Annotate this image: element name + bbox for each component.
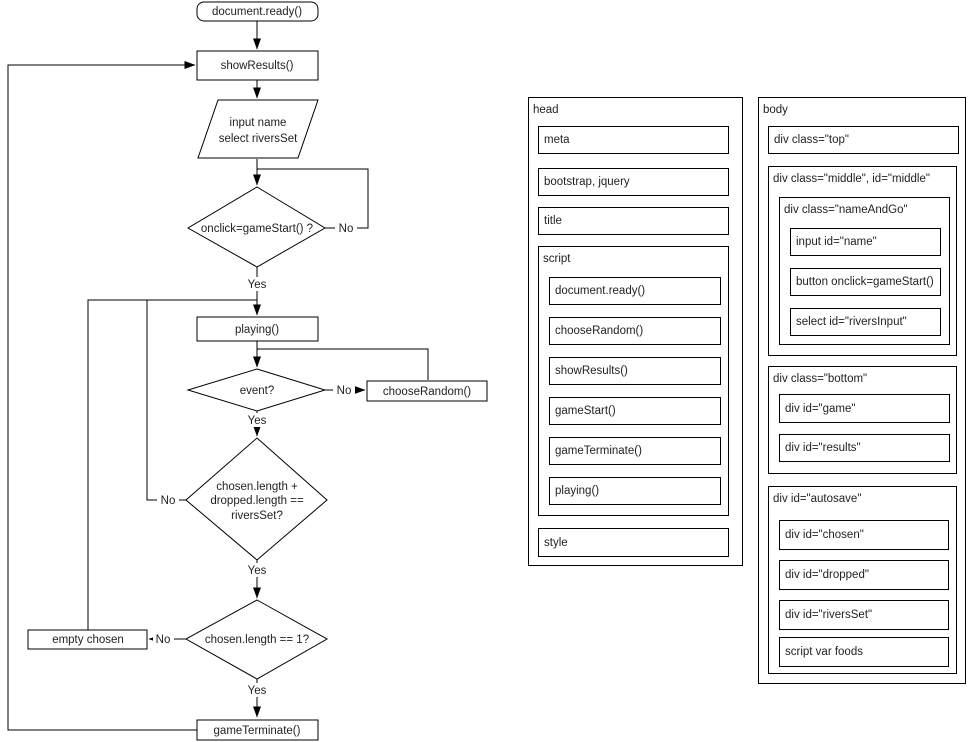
autosave-item-div-dropped: div id="dropped" — [779, 560, 949, 590]
decision-length-line1: chosen.length + — [216, 481, 298, 493]
script-item-game-start: gameStart() — [549, 397, 721, 425]
branch-no-onclick: No — [339, 223, 354, 235]
branch-no-event: No — [337, 385, 352, 397]
node-game-terminate-label: gameTerminate() — [214, 725, 301, 737]
script-item-choose-random: chooseRandom() — [549, 317, 721, 345]
edge-emptychosen-feedback-loop — [87, 299, 257, 630]
node-choose-random-label: chooseRandom() — [383, 386, 471, 398]
nameandgo-item-button-gamestart: button onclick=gameStart() — [790, 268, 941, 296]
head-item-title: title — [538, 207, 729, 235]
head-item-libs: bootstrap, jquery — [538, 168, 729, 196]
node-document-ready — [196, 1, 319, 22]
node-document-ready-label: document.ready() — [212, 6, 302, 18]
decision-onclick-gamestart — [187, 186, 326, 268]
label-bg — [245, 563, 269, 577]
edge-chooserandom-return-loop — [257, 348, 429, 380]
branch-no-chosen: No — [156, 634, 171, 646]
decision-event — [186, 368, 327, 412]
node-playing-label: playing() — [235, 324, 279, 336]
node-empty-chosen-label: empty chosen — [52, 634, 124, 646]
edge-gameterminate-to-showresults-loop — [7, 61, 197, 731]
decision-length-sum — [185, 437, 328, 561]
node-choose-random — [366, 380, 488, 402]
node-io-line2: select riversSet — [219, 133, 298, 145]
script-item-game-terminate: gameTerminate() — [549, 437, 721, 465]
body-structure-panel: body div class="top" div class="middle",… — [758, 97, 966, 684]
label-bg — [333, 383, 355, 397]
body-autosave-group: div id="autosave" div id="chosen" div id… — [768, 486, 957, 674]
label-bg — [335, 221, 357, 235]
node-io-line1: input name — [230, 117, 287, 129]
body-nameandgo-label: div class="nameAndGo" — [784, 204, 908, 216]
decision-length-line3: riversSet? — [231, 510, 283, 522]
autosave-item-div-chosen: div id="chosen" — [779, 520, 949, 550]
branch-yes-onclick: Yes — [248, 279, 267, 291]
body-middle-label: div class="middle", id="middle" — [773, 173, 930, 185]
edge-length-decision-no-loop — [146, 300, 186, 501]
script-item-document-ready: document.ready() — [549, 277, 721, 305]
node-show-results-label: showResults() — [221, 60, 294, 72]
node-empty-chosen — [27, 629, 148, 650]
decision-length-line2: dropped.length == — [210, 495, 304, 507]
label-bg — [245, 413, 269, 427]
body-nameandgo-group: div class="nameAndGo" input id="name" bu… — [779, 197, 950, 345]
decision-chosen-label: chosen.length == 1? — [205, 634, 309, 646]
head-script-group: script document.ready() chooseRandom() s… — [538, 246, 729, 516]
body-bottom-group: div class="bottom" div id="game" div id=… — [768, 366, 957, 474]
head-panel-label: head — [533, 104, 559, 116]
body-item-div-top: div class="top" — [768, 126, 959, 154]
nameandgo-item-input-name: input id="name" — [790, 228, 941, 256]
head-item-meta: meta — [538, 126, 729, 154]
bottom-item-div-results: div id="results" — [779, 434, 950, 462]
node-show-results — [196, 50, 319, 81]
decision-onclick-label: onclick=gameStart() ? — [201, 223, 313, 235]
node-playing — [196, 316, 319, 342]
head-item-style: style — [538, 528, 729, 557]
body-panel-label: body — [763, 104, 788, 116]
label-bg — [245, 683, 269, 697]
branch-no-length: No — [161, 495, 176, 507]
autosave-item-div-riversset: div id="riversSet" — [779, 600, 949, 630]
autosave-item-script-var-foods: script var foods — [779, 637, 949, 667]
decision-chosen-length — [184, 599, 329, 680]
body-autosave-label: div id="autosave" — [773, 493, 862, 505]
head-script-label: script — [543, 253, 571, 265]
script-item-playing: playing() — [549, 477, 721, 505]
nameandgo-item-select-riversinput: select id="riversInput" — [790, 308, 941, 336]
label-bg — [153, 632, 174, 646]
branch-yes-length: Yes — [248, 565, 267, 577]
node-input-select-io — [197, 99, 319, 159]
decision-event-label: event? — [240, 385, 275, 397]
label-bg — [245, 277, 269, 291]
node-game-terminate — [196, 719, 319, 741]
branch-yes-chosen: Yes — [248, 685, 267, 697]
body-middle-group: div class="middle", id="middle" div clas… — [768, 166, 957, 356]
head-structure-panel: head meta bootstrap, jquery title script… — [528, 97, 743, 566]
branch-yes-event: Yes — [248, 415, 267, 427]
bottom-item-div-game: div id="game" — [779, 394, 950, 423]
body-bottom-label: div class="bottom" — [773, 373, 868, 385]
script-item-show-results: showResults() — [549, 357, 721, 385]
label-bg — [157, 493, 179, 507]
